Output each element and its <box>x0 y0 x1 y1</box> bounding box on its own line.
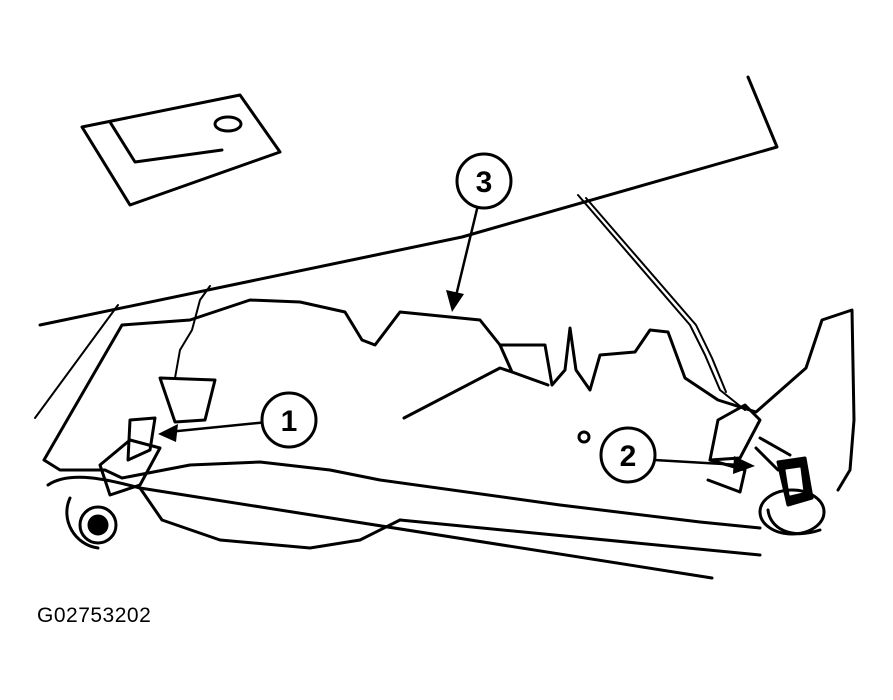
callout-3: 3 <box>455 152 513 210</box>
fuel-tank-outline <box>42 298 856 580</box>
callout-arrowheads <box>158 290 755 474</box>
callout-leaders <box>166 203 742 467</box>
left-strap <box>98 285 217 497</box>
mounting-bolt <box>65 496 118 550</box>
access-cover-panel <box>80 93 282 207</box>
arrowhead-1 <box>158 424 178 442</box>
callout-2-number: 2 <box>620 440 637 473</box>
electrical-connector <box>754 436 826 536</box>
callout-2: 2 <box>599 426 657 484</box>
callout-1: 1 <box>260 391 318 449</box>
figure-id-label: G02753202 <box>37 604 152 627</box>
callout-3-number: 3 <box>476 166 493 199</box>
arrowhead-3 <box>446 290 464 312</box>
arrowhead-2 <box>733 456 755 474</box>
callout-1-number: 1 <box>281 405 298 438</box>
floor-panel-edges <box>34 75 779 419</box>
